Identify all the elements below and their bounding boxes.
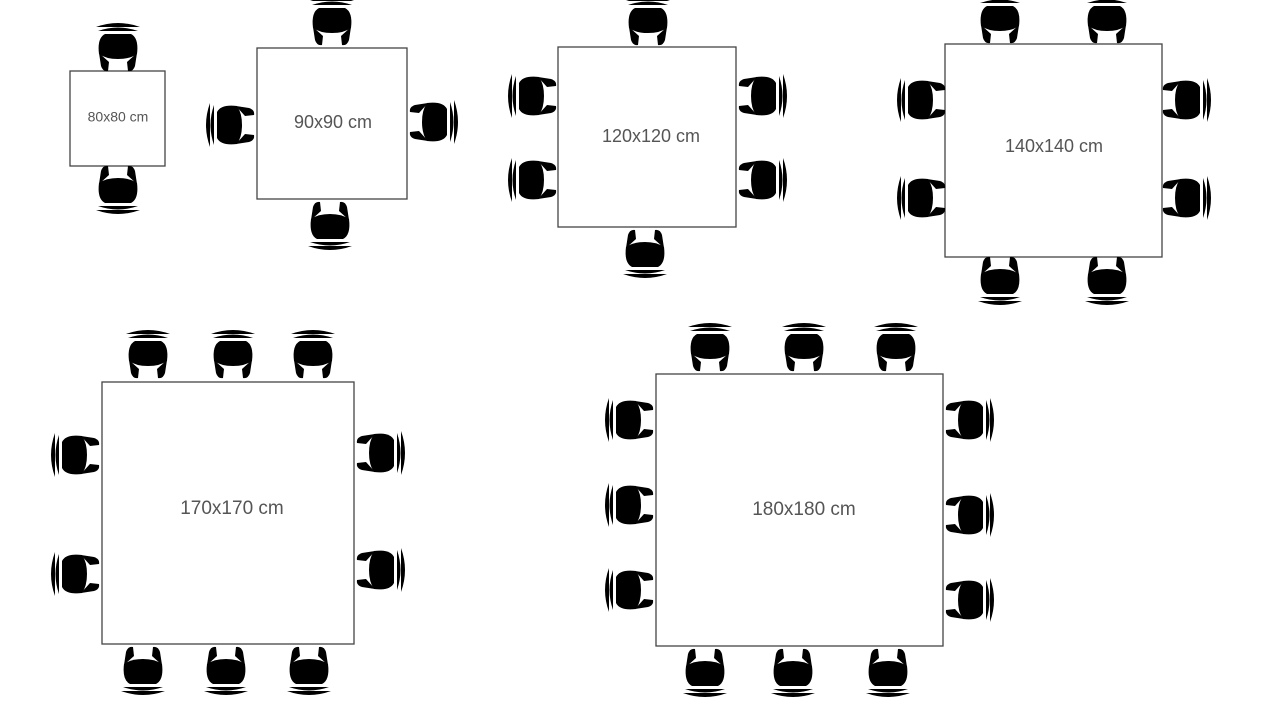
seat-icon <box>874 323 918 372</box>
seat-icon <box>605 568 654 612</box>
table-group-170: 170x170 cm <box>51 330 405 695</box>
seat-icon <box>356 431 405 475</box>
seat-icon <box>1162 176 1211 220</box>
seat-icon <box>623 229 667 278</box>
table-80x80 <box>69 70 166 167</box>
table-group-80: 80x80 cm <box>69 23 166 214</box>
table-label-90: 90x90 cm <box>294 112 372 132</box>
table-label-170: 170x170 cm <box>180 498 284 519</box>
seat-icon <box>51 552 100 596</box>
table-group-140: 140x140 cm <box>897 0 1211 305</box>
seat-icon <box>51 433 100 477</box>
seat-icon <box>897 78 946 122</box>
seat-icon <box>310 0 354 46</box>
seat-icon <box>121 646 165 695</box>
table-label-120: 120x120 cm <box>602 126 700 146</box>
seat-icon <box>945 493 994 537</box>
table-group-180: 180x180 cm <box>605 323 994 697</box>
seat-icon <box>211 330 255 379</box>
seat-icon <box>782 323 826 372</box>
seat-icon <box>978 0 1022 44</box>
seat-icon <box>945 578 994 622</box>
seat-icon <box>126 330 170 379</box>
seat-icon <box>508 158 557 202</box>
seat-icon <box>356 548 405 592</box>
seat-icon <box>738 74 787 118</box>
table-120x120 <box>557 46 737 228</box>
seat-icon <box>626 0 670 46</box>
seat-icon <box>605 398 654 442</box>
seat-icon <box>96 23 140 72</box>
table-140x140 <box>944 43 1163 258</box>
seat-icon <box>409 100 458 144</box>
seat-icon <box>96 165 140 214</box>
table-170x170 <box>101 381 355 645</box>
seat-icon <box>287 646 331 695</box>
seat-icon <box>204 646 248 695</box>
table-group-120: 120x120 cm <box>508 0 787 278</box>
table-label-180: 180x180 cm <box>752 499 856 520</box>
seat-icon <box>1085 256 1129 305</box>
seat-icon <box>978 256 1022 305</box>
seat-icon <box>688 323 732 372</box>
seat-icon <box>1162 78 1211 122</box>
table-label-80: 80x80 cm <box>88 109 149 125</box>
seat-icon <box>605 483 654 527</box>
seat-icon <box>738 158 787 202</box>
table-group-90: 90x90 cm <box>206 0 458 250</box>
seat-icon <box>945 398 994 442</box>
seat-icon <box>291 330 335 379</box>
seat-icon <box>771 648 815 697</box>
seat-icon <box>683 648 727 697</box>
seat-icon <box>897 176 946 220</box>
table-label-140: 140x140 cm <box>1005 136 1103 156</box>
seat-icon <box>508 74 557 118</box>
seat-icon <box>308 201 352 250</box>
table-90x90 <box>256 47 408 200</box>
seat-icon <box>206 103 255 147</box>
seat-icon <box>1085 0 1129 44</box>
seat-icon <box>866 648 910 697</box>
table-180x180 <box>655 373 944 647</box>
